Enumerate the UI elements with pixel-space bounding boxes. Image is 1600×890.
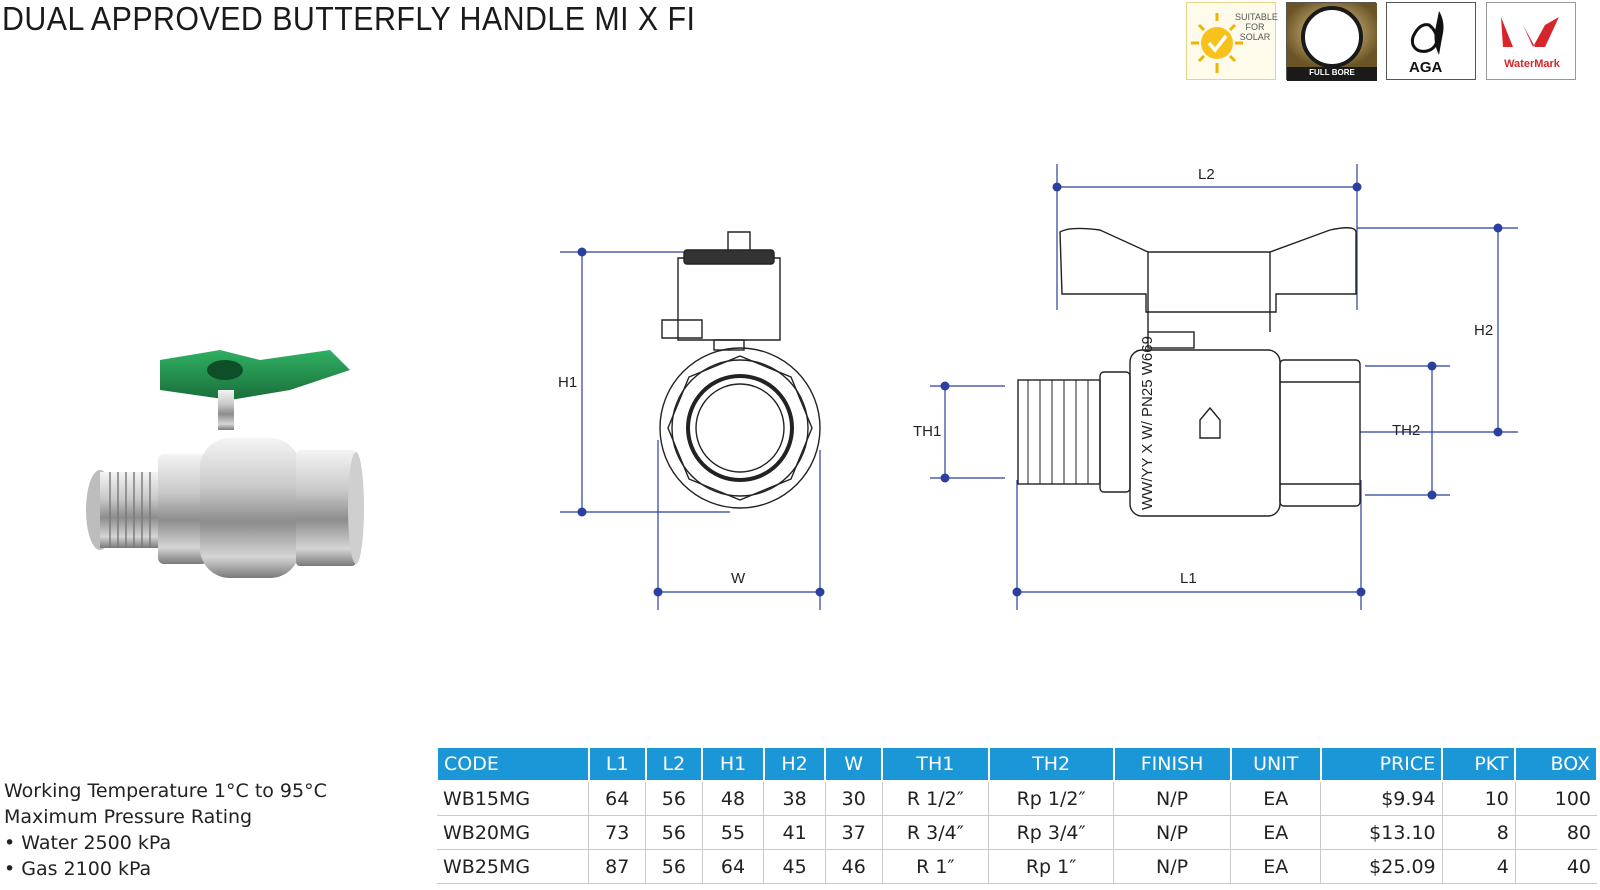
table-header-row: CODE L1 L2 H1 H2 W TH1 TH2 FINISH UNIT P… <box>436 746 1598 782</box>
sun-icon <box>1191 13 1243 73</box>
cell-l1: 64 <box>588 781 647 816</box>
cell-code: WB15MG <box>437 781 590 816</box>
dim-label-w: W <box>731 570 746 587</box>
cell-h2: 41 <box>763 815 826 850</box>
col-header-h2: H2 <box>762 746 827 782</box>
full-bore-icon <box>1287 3 1377 81</box>
cell-finish: N/P <box>1113 815 1232 850</box>
valve-handle <box>160 350 350 430</box>
cell-finish: N/P <box>1113 781 1232 816</box>
cell-box: 40 <box>1515 849 1597 884</box>
cell-code: WB25MG <box>437 849 590 884</box>
col-header-w: W <box>824 746 884 782</box>
cell-unit: EA <box>1230 781 1322 816</box>
cell-box: 80 <box>1515 815 1597 850</box>
cell-h2: 45 <box>763 849 826 884</box>
cell-h1: 55 <box>702 815 765 850</box>
page-title: DUAL APPROVED BUTTERFLY HANDLE MI X FI <box>2 0 696 37</box>
spec-water-pressure: • Water 2500 kPa <box>4 832 172 854</box>
col-header-code: CODE <box>436 746 590 782</box>
cell-th1: R 1/2″ <box>882 781 990 816</box>
side-view <box>659 231 821 509</box>
full-bore-label: FULL BORE <box>1309 68 1355 77</box>
dim-label-th1: TH1 <box>913 423 941 440</box>
spec-pressure-heading: Maximum Pressure Rating <box>4 806 253 828</box>
aga-label: AGA <box>1409 59 1443 76</box>
cell-price: $25.09 <box>1320 849 1443 884</box>
col-header-th2: TH2 <box>987 746 1115 782</box>
specifications: Working Temperature 1°C to 95°C Maximum … <box>4 778 327 882</box>
dimension-points <box>577 182 1503 597</box>
cell-unit: EA <box>1230 849 1322 884</box>
cell-th2: Rp 3/4″ <box>988 815 1115 850</box>
cell-l1: 73 <box>588 815 647 850</box>
product-photo <box>86 350 364 578</box>
cell-l1: 87 <box>588 849 647 884</box>
col-header-finish: FINISH <box>1112 746 1232 782</box>
cell-pkt: 10 <box>1442 781 1516 816</box>
dim-label-h2: H2 <box>1474 322 1493 339</box>
cell-l2: 56 <box>645 849 703 884</box>
dim-label-l1: L1 <box>1180 570 1197 587</box>
cell-unit: EA <box>1230 815 1322 850</box>
product-table: CODE L1 L2 H1 H2 W TH1 TH2 FINISH UNIT P… <box>436 746 1598 884</box>
watermark-logo-icon <box>1501 17 1559 47</box>
technical-drawing: WW/YY X W/ PN25 W669 H1 W L2 H2 TH1 TH2 … <box>558 164 1518 610</box>
cell-l2: 56 <box>645 815 703 850</box>
full-bore-badge: FULL BORE <box>1286 2 1377 81</box>
dim-label-th2: TH2 <box>1392 422 1420 439</box>
table-row: WB15MG 64 56 48 38 30 R 1/2″ Rp 1/2″ N/P… <box>437 781 1597 816</box>
solar-line1: SUITABLE <box>1235 12 1278 22</box>
cell-code: WB20MG <box>437 815 590 850</box>
table-row: WB20MG 73 56 55 41 37 R 3/4″ Rp 3/4″ N/P… <box>437 815 1597 850</box>
front-view <box>1017 227 1361 517</box>
body-marking: WW/YY X W/ PN25 W669 <box>1139 336 1156 510</box>
cell-th1: R 3/4″ <box>882 815 990 850</box>
cell-h1: 64 <box>702 849 765 884</box>
col-header-l1: L1 <box>587 746 647 782</box>
watermark-badge: WaterMark <box>1486 2 1576 80</box>
cell-pkt: 8 <box>1442 815 1516 850</box>
aga-badge: AGA <box>1386 2 1476 80</box>
solar-line2: FOR <box>1245 22 1265 32</box>
dim-label-h1: H1 <box>558 374 577 391</box>
col-header-l2: L2 <box>644 746 704 782</box>
cell-price: $13.10 <box>1320 815 1443 850</box>
cell-th2: Rp 1″ <box>988 849 1115 884</box>
cell-h1: 48 <box>702 781 765 816</box>
cell-th1: R 1″ <box>882 849 990 884</box>
cell-w: 37 <box>825 815 883 850</box>
col-header-pkt: PKT <box>1441 746 1517 782</box>
valve-body <box>86 438 364 578</box>
certification-badges: SUITABLE FOR SOLAR FULL BORE AGA WaterMa… <box>1186 2 1576 81</box>
cell-w: 46 <box>825 849 883 884</box>
cell-finish: N/P <box>1113 849 1232 884</box>
spec-gas-pressure: • Gas 2100 kPa <box>4 858 152 880</box>
cell-box: 100 <box>1515 781 1597 816</box>
cell-h2: 38 <box>763 781 826 816</box>
dim-label-l2: L2 <box>1198 166 1215 183</box>
dimension-lines <box>560 164 1518 610</box>
cell-l2: 56 <box>645 781 703 816</box>
solar-line3: SOLAR <box>1239 32 1271 42</box>
cell-th2: Rp 1/2″ <box>988 781 1115 816</box>
col-header-h1: H1 <box>701 746 765 782</box>
spec-working-temp: Working Temperature 1°C to 95°C <box>4 780 327 802</box>
aga-flame-icon <box>1410 11 1444 55</box>
cell-w: 30 <box>825 781 883 816</box>
cell-pkt: 4 <box>1442 849 1516 884</box>
table-row: WB25MG 87 56 64 45 46 R 1″ Rp 1″ N/P EA … <box>437 849 1597 884</box>
col-header-price: PRICE <box>1319 746 1444 782</box>
cell-price: $9.94 <box>1320 781 1443 816</box>
watermark-label: WaterMark <box>1504 58 1560 70</box>
solar-badge: SUITABLE FOR SOLAR <box>1186 2 1278 80</box>
col-header-box: BOX <box>1514 746 1598 782</box>
col-header-th1: TH1 <box>881 746 990 782</box>
col-header-unit: UNIT <box>1229 746 1322 782</box>
